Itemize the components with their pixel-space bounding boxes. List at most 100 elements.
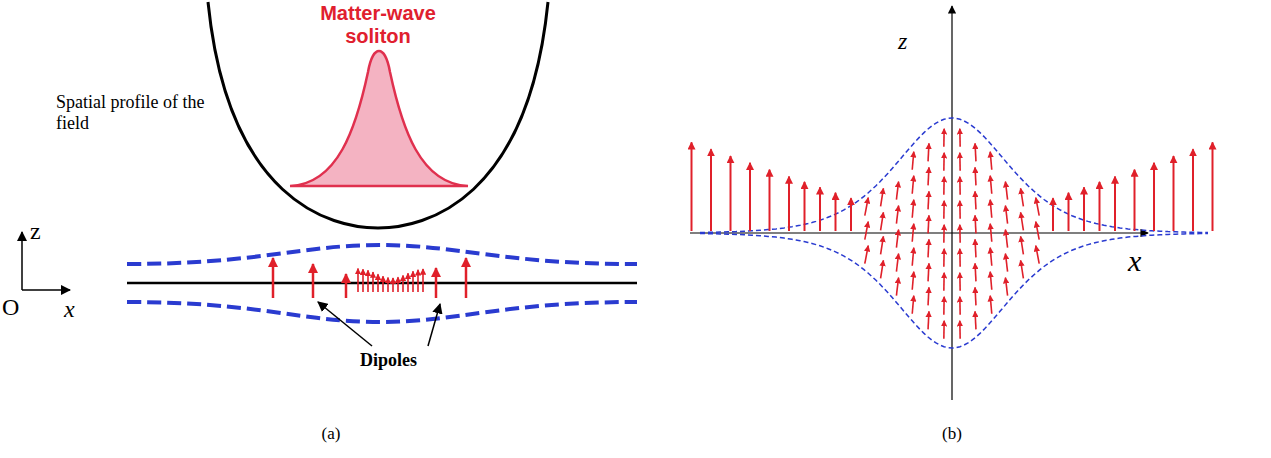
dipole-arrow bbox=[912, 224, 914, 242]
dipole-arrow bbox=[402, 275, 404, 292]
origin-label: O bbox=[2, 294, 22, 322]
dipole-arrow bbox=[1036, 222, 1039, 240]
dipole-arrow bbox=[357, 269, 359, 292]
dipole-arrow bbox=[397, 277, 399, 292]
dipole-arrow bbox=[959, 225, 961, 243]
dipole-arrow bbox=[943, 225, 945, 243]
dipole-arrow bbox=[943, 249, 945, 267]
dipole-arrow bbox=[392, 278, 394, 292]
dipole-arrow bbox=[367, 270, 369, 292]
dipole-arrow bbox=[730, 156, 732, 231]
dipole-arrow bbox=[387, 278, 389, 292]
dipole-arrow bbox=[345, 274, 348, 298]
dipole-arrow bbox=[974, 167, 977, 185]
dipole-arrow bbox=[927, 143, 930, 161]
dipole-arrow bbox=[1005, 206, 1007, 224]
panel-caption: (b) bbox=[927, 424, 977, 444]
panel-caption: (a) bbox=[306, 424, 356, 444]
dipole-arrow bbox=[417, 270, 419, 292]
dipole-arrow bbox=[974, 143, 977, 161]
dipole-arrow bbox=[804, 182, 806, 231]
dipole-arrow bbox=[912, 200, 914, 218]
dipole-arrow bbox=[1021, 188, 1024, 206]
dipole-arrow bbox=[943, 321, 945, 339]
dipole-arrow bbox=[865, 222, 868, 240]
dipole-arrow bbox=[927, 287, 930, 305]
dipole-arrow bbox=[959, 201, 961, 219]
dipole-arrow bbox=[896, 278, 898, 296]
dipole-arrow bbox=[1099, 182, 1101, 231]
dipole-arrow bbox=[927, 239, 930, 257]
dipole-arrow bbox=[1083, 187, 1085, 231]
z-axis bbox=[951, 6, 952, 400]
dipole-arrow bbox=[1005, 278, 1007, 296]
dipole-arrow bbox=[407, 273, 409, 292]
dipole-arrow bbox=[943, 201, 945, 219]
dipole-arrow bbox=[912, 296, 914, 314]
dipole-arrow bbox=[990, 272, 992, 290]
envelope-curve bbox=[700, 118, 1208, 233]
dipole-arrow bbox=[1021, 212, 1024, 230]
dipole-arrow bbox=[959, 321, 961, 339]
soliton-profile bbox=[290, 51, 468, 186]
potential-curve bbox=[208, 2, 548, 228]
axis-label: x bbox=[64, 296, 84, 324]
dipole-arrow bbox=[896, 182, 898, 200]
dipole-arrow bbox=[272, 258, 275, 298]
dipole-arrow bbox=[377, 274, 379, 292]
dipole-arrow bbox=[1153, 163, 1155, 231]
dipole-arrow bbox=[943, 177, 945, 195]
dipole-arrow bbox=[896, 206, 898, 224]
dipole-arrow bbox=[927, 311, 930, 329]
dipole-arrow bbox=[749, 163, 751, 231]
dipole-arrow bbox=[422, 269, 424, 292]
dipole-arrow bbox=[865, 198, 868, 216]
envelope-upper bbox=[127, 245, 637, 264]
dipole-arrow bbox=[974, 239, 977, 257]
title-label: Matter-wave soliton bbox=[298, 2, 458, 48]
dipole-arrow bbox=[362, 269, 364, 292]
dipole-arrow bbox=[959, 273, 961, 291]
dipole-arrow bbox=[1036, 246, 1039, 264]
dipole-arrow bbox=[881, 260, 884, 278]
dipole-arrow bbox=[372, 272, 374, 292]
dipole-arrow bbox=[1021, 260, 1024, 278]
dipole-arrow bbox=[990, 248, 992, 266]
dipole-arrow bbox=[943, 153, 945, 171]
callout-label: Dipoles bbox=[360, 350, 440, 371]
dipole-arrow bbox=[881, 236, 884, 254]
dipole-arrow bbox=[990, 200, 992, 218]
dipole-arrow bbox=[788, 176, 790, 231]
leader-line bbox=[318, 302, 372, 346]
dipole-arrow bbox=[769, 170, 771, 231]
envelope-lower bbox=[127, 302, 637, 322]
dipole-arrow bbox=[1021, 236, 1024, 254]
dipole-arrow bbox=[974, 215, 977, 233]
dipole-arrow bbox=[1036, 198, 1039, 216]
dipole-arrow bbox=[912, 272, 914, 290]
dipole-arrow bbox=[1052, 198, 1054, 231]
dipole-arrow bbox=[850, 198, 852, 231]
dipole-arrow bbox=[990, 152, 992, 170]
dipole-arrow bbox=[912, 152, 914, 170]
envelope-curve bbox=[700, 234, 1208, 349]
dipole-arrow bbox=[710, 149, 712, 231]
dipole-arrow bbox=[974, 191, 977, 209]
dipole-arrow bbox=[959, 177, 961, 195]
dipole-arrow bbox=[465, 258, 468, 298]
dipole-arrow bbox=[412, 271, 414, 292]
axis-label: x bbox=[1128, 244, 1158, 279]
envelope bbox=[700, 118, 1208, 348]
dipole-arrow bbox=[312, 264, 315, 298]
dipole-arrow bbox=[1068, 193, 1070, 231]
dipole-arrow bbox=[1114, 176, 1116, 231]
dipole-arrow bbox=[881, 212, 884, 230]
dipole-arrow bbox=[912, 248, 914, 266]
field-label: Spatial profile of the field bbox=[56, 92, 206, 133]
dipole-arrow bbox=[435, 268, 438, 298]
dipole-arrow bbox=[974, 287, 977, 305]
dipole-arrow bbox=[959, 129, 961, 147]
dipole-arrow bbox=[943, 297, 945, 315]
dipole-arrow bbox=[382, 276, 384, 292]
x-axis bbox=[22, 289, 70, 291]
